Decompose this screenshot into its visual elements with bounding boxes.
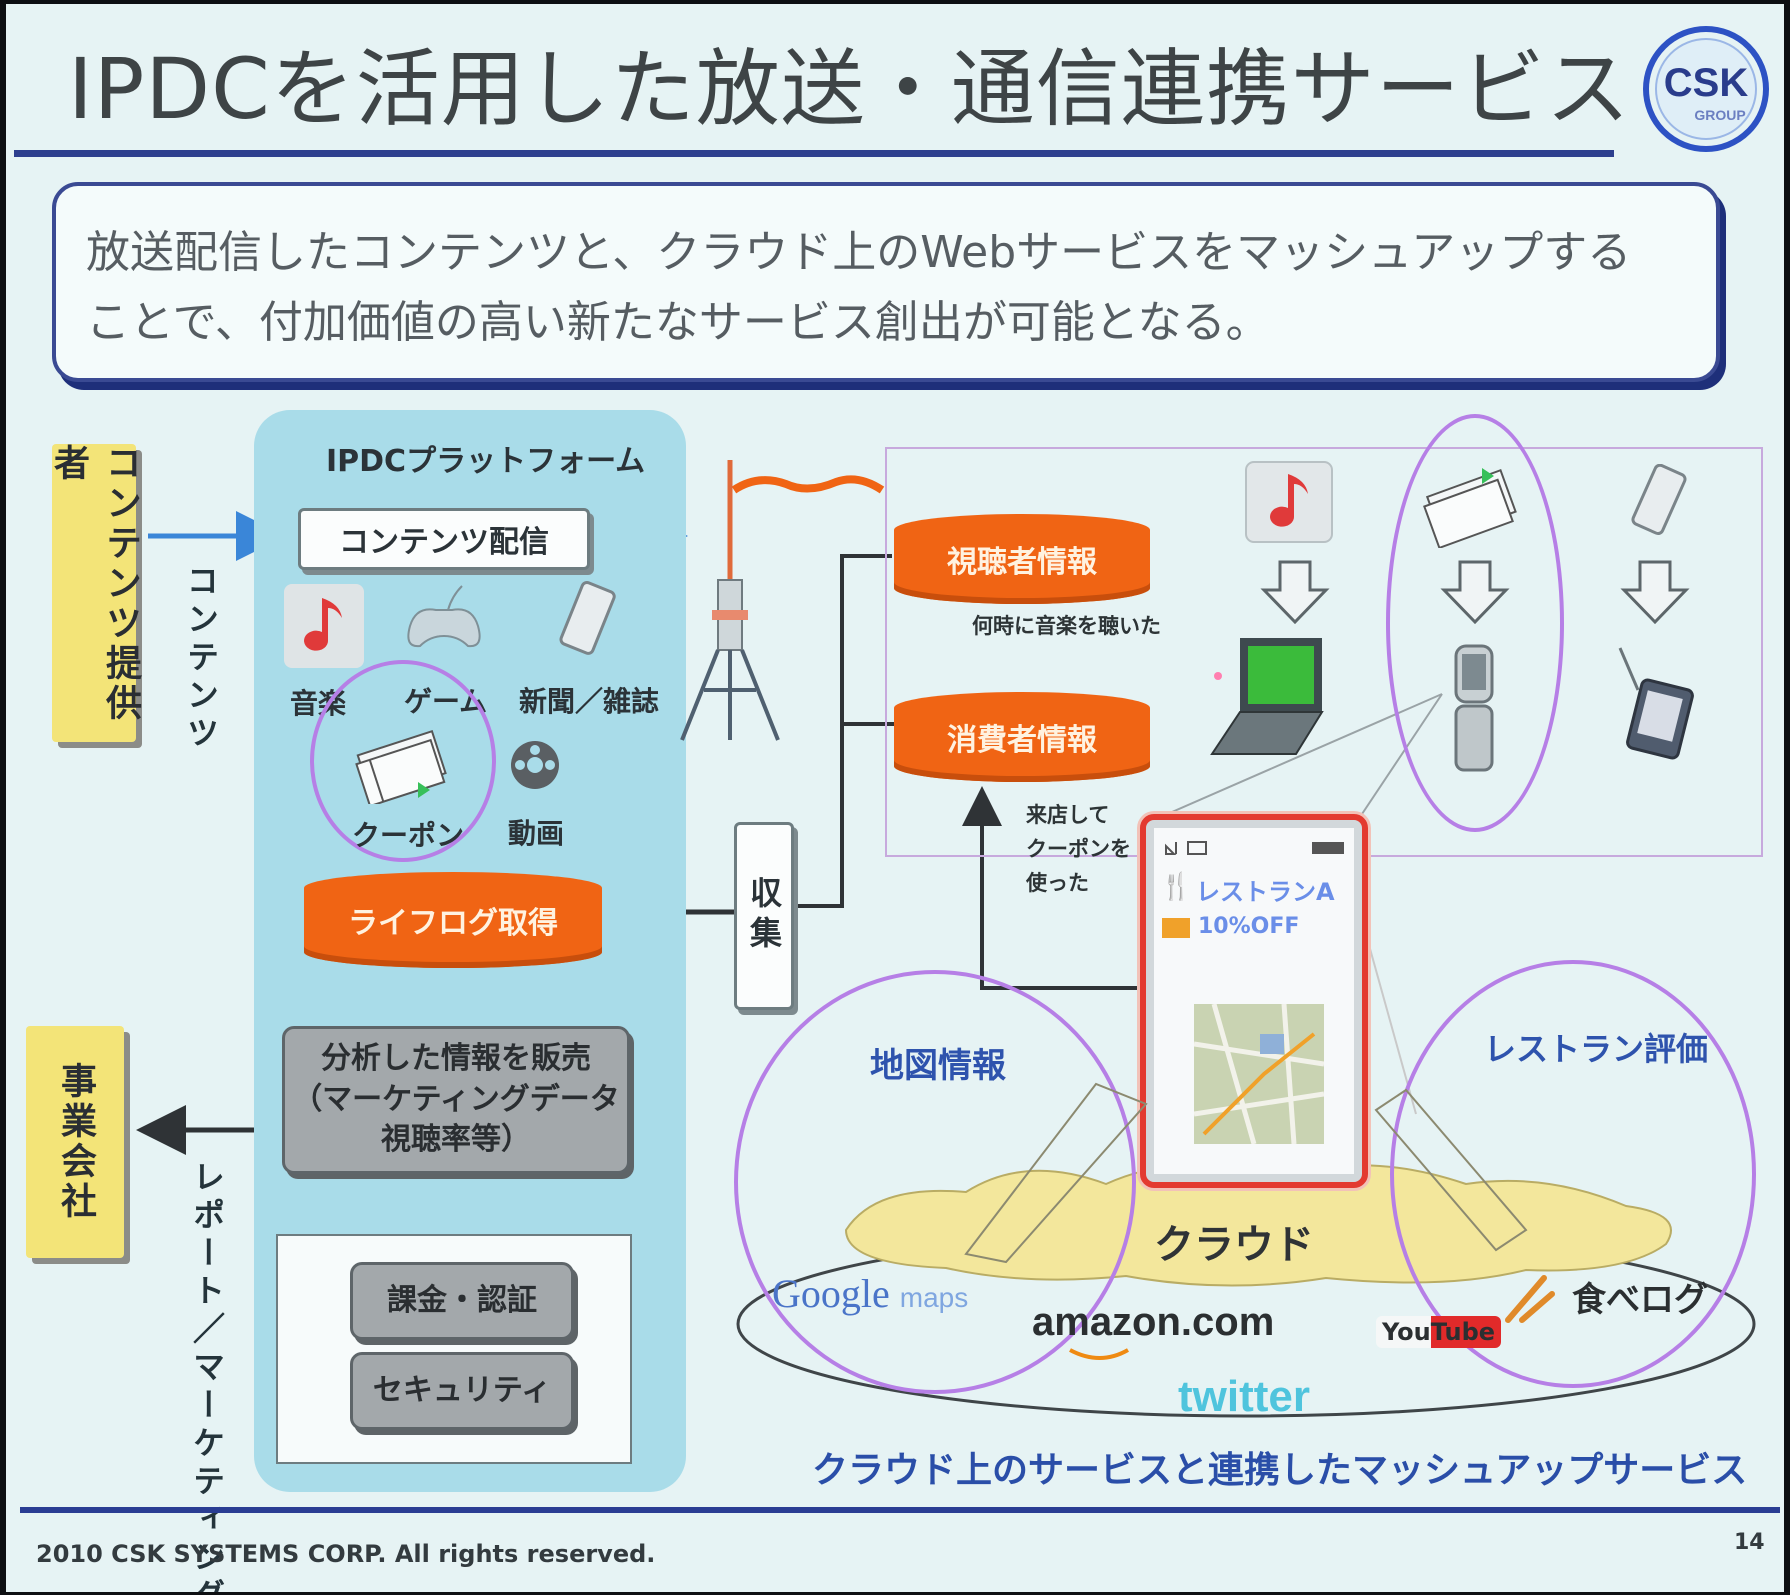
phone-highlight-circle	[1386, 414, 1564, 832]
slide: IPDCを活用した放送・通信連携サービス CSK GROUP 放送配信したコンテ…	[6, 4, 1784, 1592]
google-maps-wordmark: maps	[899, 1282, 969, 1313]
down-arrow-icon-3	[1620, 560, 1690, 624]
summary-line-1: 放送配信したコンテンツと、クラウド上のWebサービスをマッシュアップする	[86, 227, 1632, 278]
tabelog-logo: 食べログ	[1572, 1280, 1708, 1320]
analysis-line-2: （マーケティングデータ	[292, 1081, 620, 1117]
tablet-device-icon	[1631, 464, 1687, 535]
google-logo: Google maps	[772, 1270, 968, 1317]
music-note-icon-2	[1245, 461, 1333, 543]
report-label: レポート／マーケティングデータ	[188, 1160, 226, 1592]
down-arrow-icon-1	[1260, 560, 1330, 624]
cloud-label: クラウド	[1154, 1222, 1314, 1268]
laptop-icon	[1210, 638, 1324, 755]
content-label: コンテンツ	[182, 564, 220, 754]
amazon-logo: amazon.com	[1032, 1300, 1275, 1344]
mashup-caption: クラウド上のサービスと連携したマッシュアップサービス	[812, 1450, 1748, 1491]
discount-text: 10%OFF	[1198, 914, 1300, 939]
restaurant-review-circle	[1390, 960, 1756, 1388]
video-reel-icon	[504, 734, 566, 796]
restaurant-icon: 🍴	[1160, 872, 1193, 902]
consumer-note-line-3: 使った	[1026, 871, 1089, 895]
newspaper-device-icon	[554, 580, 626, 666]
map-thumbnail	[1194, 1004, 1324, 1144]
video-label: 動画	[507, 817, 564, 850]
security-box: セキュリティ	[350, 1352, 574, 1430]
consumer-info-database: 消費者情報	[894, 692, 1150, 782]
music-icon	[284, 584, 364, 668]
youtube-logo: YouTube	[1376, 1316, 1502, 1348]
logo-sub: GROUP	[1694, 107, 1745, 123]
viewer-info-database: 視聴者情報	[894, 514, 1150, 604]
broadcast-tower-icon	[680, 460, 885, 741]
lifelog-database: ライフログ取得	[304, 872, 602, 968]
coupon-badge-icon	[1162, 918, 1190, 938]
title-divider	[14, 150, 1614, 157]
page-title: IPDCを活用した放送・通信連携サービス	[68, 40, 1631, 138]
news-label: 新聞／雑誌	[518, 685, 659, 718]
phone-link-left	[964, 1082, 1148, 1264]
business-company-box: 事業会社	[26, 1026, 124, 1258]
pda-device-icon	[1618, 647, 1694, 760]
game-controller-icon	[396, 576, 492, 668]
summary-box: 放送配信したコンテンツと、クラウド上のWebサービスをマッシュアップする ことで…	[52, 182, 1720, 382]
map-info-circle	[734, 970, 1136, 1394]
viewer-info-note: 何時に音楽を聴いた	[972, 614, 1161, 638]
consumer-note-line-2: クーポンを	[1026, 837, 1131, 861]
collect-box: 収集	[734, 822, 794, 1010]
status-bar-icons	[1165, 841, 1344, 855]
content-provider-box: コンテンツ提供者	[48, 444, 141, 742]
amazon-smile-icon	[1069, 1348, 1129, 1360]
platform-title: IPDCプラットフォーム	[326, 444, 646, 479]
smartphone-mockup: 🍴 レストランA 10%OFF	[1140, 814, 1368, 1188]
content-distribution-box: コンテンツ配信	[298, 508, 590, 570]
summary-line-2: ことで、付加価値の高い新たなサービス創出が可能となる。	[86, 297, 1270, 348]
billing-auth-box: 課金・認証	[350, 1262, 574, 1340]
analysis-line-1: 分析した情報を販売	[321, 1041, 591, 1077]
google-wordmark: Google	[772, 1271, 890, 1316]
footer-divider	[20, 1507, 1780, 1513]
analysis-sales-box: 分析した情報を販売 （マーケティングデータ 視聴率等）	[282, 1026, 630, 1174]
consumer-info-note: 来店して クーポンを 使った	[1026, 798, 1131, 900]
csk-logo: CSK GROUP	[1643, 26, 1769, 152]
phone-link-right	[1374, 1088, 1528, 1252]
twitter-logo: twitter	[1178, 1372, 1310, 1421]
copyright-text: 2010 CSK SYSTEMS CORP. All rights reserv…	[36, 1540, 656, 1568]
tabelog-icon	[1505, 1275, 1555, 1323]
consumer-note-line-1: 来店して	[1026, 803, 1110, 827]
smartphone-screen: 🍴 レストランA 10%OFF	[1154, 828, 1354, 1174]
logo-main: CSK	[1664, 61, 1749, 105]
coupon-label: クーポン	[352, 819, 465, 852]
restaurant-review-label: レストラン評価	[1484, 1030, 1709, 1068]
page-number: 14	[1734, 1530, 1765, 1555]
map-info-label: 地図情報	[870, 1046, 1006, 1086]
coupon-icon	[352, 720, 452, 808]
coupon-highlight-circle	[310, 660, 496, 862]
restaurant-name: レストランA	[1196, 878, 1335, 906]
analysis-line-3: 視聴率等）	[381, 1122, 531, 1158]
